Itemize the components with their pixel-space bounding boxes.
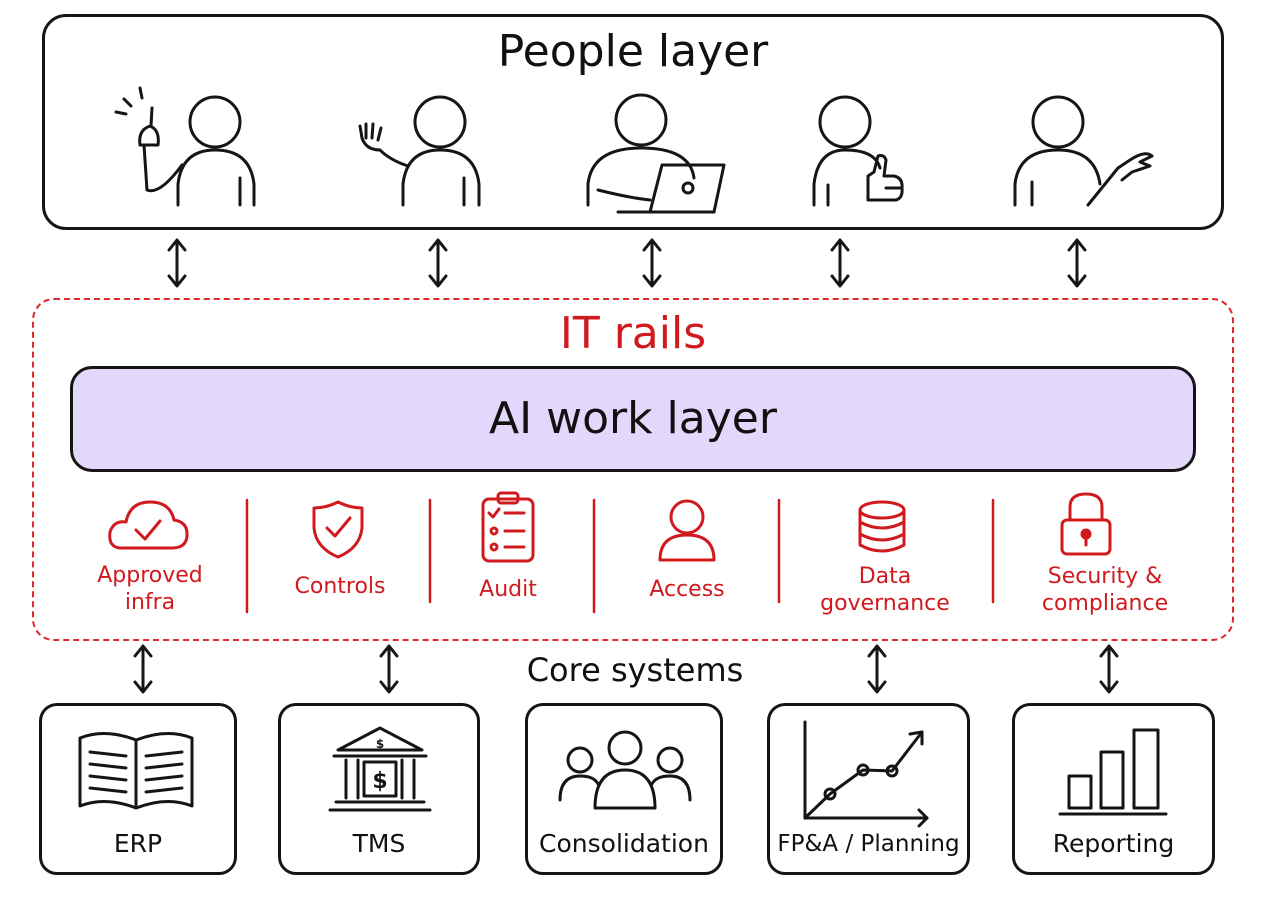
- rail-label-controls: Controls: [294, 574, 386, 599]
- arrow-people-rails-4: [830, 238, 850, 288]
- arrow-people-rails-1: [167, 238, 187, 288]
- rail-label-access: Access: [649, 577, 725, 602]
- system-label-fpa-planning: FP&A / Planning: [777, 831, 960, 857]
- ai-work-layer-box: [70, 366, 1196, 472]
- rail-dividers: [245, 498, 995, 614]
- ai-work-layer-title: AI work layer: [489, 393, 777, 444]
- padlock-icon: [1060, 492, 1112, 556]
- person-laptop-icon: [586, 93, 726, 214]
- clipboard-checklist-icon: [481, 491, 535, 563]
- system-box-reporting: [1012, 703, 1215, 875]
- group-icon: [558, 730, 692, 810]
- arrow-people-rails-2: [428, 238, 448, 288]
- system-box-consolidation: [525, 703, 723, 875]
- bank-dollar-small: $: [376, 737, 384, 751]
- it-rails-box: [32, 298, 1234, 641]
- arrow-rails-core-4: [1099, 644, 1119, 694]
- system-label-erp: ERP: [113, 829, 163, 858]
- system-box-tms: [278, 703, 480, 875]
- core-systems-title: Core systems: [526, 651, 744, 689]
- it-rails-title: IT rails: [559, 308, 707, 359]
- arrow-rails-core-1: [133, 644, 153, 694]
- arrow-people-rails-3: [642, 238, 662, 288]
- cloud-check-icon: [108, 500, 189, 550]
- person-waving-icon: [358, 95, 481, 207]
- arrow-rails-core-2: [379, 644, 399, 694]
- system-box-erp: [39, 703, 237, 875]
- system-label-reporting: Reporting: [1052, 829, 1175, 858]
- bank-icon: [328, 726, 432, 812]
- system-label-tms: TMS: [352, 829, 406, 858]
- people-layer-title: People layer: [497, 26, 769, 77]
- rail-label-audit: Audit: [479, 577, 537, 602]
- rail-label-approved-infra: Approved infra: [97, 563, 203, 615]
- bank-dollar: $: [372, 769, 387, 794]
- rail-label-security-compliance: Security & compliance: [1041, 564, 1169, 616]
- database-icon: [858, 500, 906, 553]
- people-layer-box: [42, 14, 1224, 230]
- bar-chart-icon: [1058, 728, 1168, 816]
- open-book-icon: [78, 732, 194, 810]
- person-presenting-icon: [1013, 95, 1154, 207]
- line-chart-icon: [803, 720, 929, 828]
- user-icon: [658, 499, 716, 562]
- arrow-people-rails-5: [1067, 238, 1087, 288]
- shield-check-icon: [312, 500, 364, 559]
- rail-label-data-governance: Data governance: [820, 564, 950, 616]
- system-box-fpa-planning: [767, 703, 970, 875]
- arrow-rails-core-3: [867, 644, 887, 694]
- system-label-consolidation: Consolidation: [539, 829, 709, 858]
- person-thumbs-up-icon: [812, 95, 904, 207]
- person-pointing-icon: [114, 86, 256, 207]
